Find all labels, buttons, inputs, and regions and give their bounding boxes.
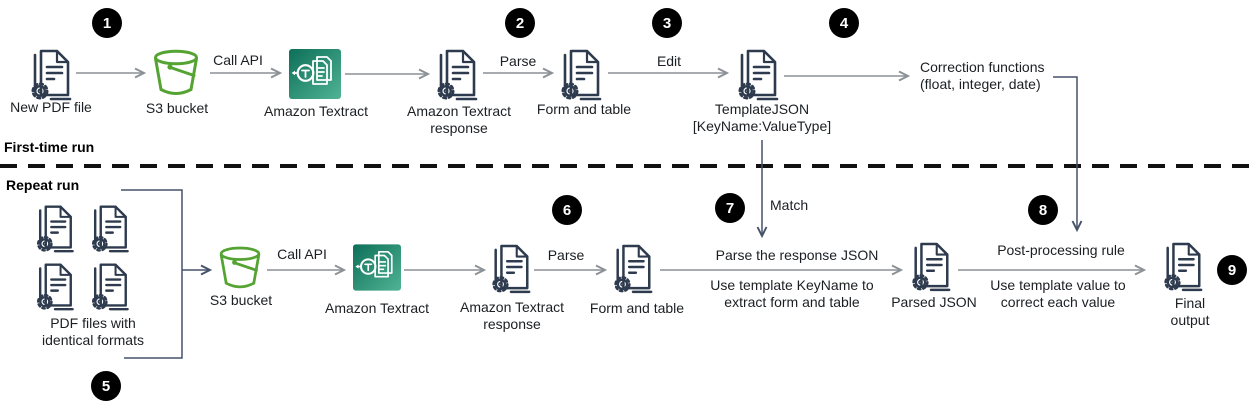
amazon-textract-icon [353,244,401,291]
first-time-run-heading: First-time run [4,139,95,155]
call-api-label: Call API [277,246,327,262]
step-badge-2: 2 [505,8,535,38]
edit-label: Edit [656,53,682,69]
connector-correction-to-postprocessing [1053,76,1083,233]
document-gear-icon [489,242,533,294]
parse-label: Parse [499,53,537,69]
s3-bucket-icon [151,48,201,98]
s3-bucket-label: S3 bucket [145,100,209,116]
parse-response-json-label: Parse the response JSON [715,247,879,263]
textract-response-label: Amazon Textract response [459,299,565,332]
step-badge-1: 1 [92,8,122,38]
s3-bucket-icon [217,245,263,291]
pdf-files-label: PDF files with identical formats [42,315,144,348]
amazon-textract-label: Amazon Textract [324,300,430,316]
document-gear-icon [558,47,604,101]
s3-bucket-label: S3 bucket [209,292,273,308]
document-gear-icon [33,261,77,311]
parsed-json-label: Parsed JSON [891,294,977,310]
call-api-label: Call API [213,52,263,68]
use-template-keyname-label: Use template KeyName to extract form and… [710,277,874,310]
document-gear-icon [434,47,480,101]
amazon-textract-icon [289,49,341,99]
document-gear-icon [909,240,953,292]
step-badge-9: 9 [1217,255,1247,285]
repeat-run-heading: Repeat run [6,177,80,193]
document-gear-icon [611,242,655,294]
match-label: Match [770,197,809,213]
template-json-label: TemplateJSON [KeyName:ValueType] [692,101,832,134]
step-badge-6: 6 [552,195,582,225]
step-badge-8: 8 [1028,195,1058,225]
use-template-value-label: Use template value to correct each value [990,277,1126,310]
form-and-table-label: Form and table [536,101,632,117]
step-badge-3: 3 [652,8,682,38]
correction-functions-label: Correction functions (float, integer, da… [920,59,1045,92]
document-gear-icon [735,47,781,101]
document-gear-icon [1161,240,1205,292]
connector-repeatrun-bracket [121,189,183,359]
parse-label: Parse [547,247,585,263]
document-gear-icon [28,47,74,101]
form-and-table-label: Form and table [589,300,685,316]
post-processing-rule-label: Post-processing rule [997,242,1125,258]
amazon-textract-label: Amazon Textract [263,103,369,119]
new-pdf-file-label: New PDF file [10,99,92,115]
step-badge-4: 4 [829,8,859,38]
step-badge-7: 7 [715,193,745,223]
step-badge-5: 5 [91,371,121,401]
final-output-label: Final output [1170,295,1210,328]
document-gear-icon [88,261,132,311]
document-gear-icon [88,203,132,253]
document-gear-icon [33,203,77,253]
textract-response-label: Amazon Textract response [406,103,512,136]
